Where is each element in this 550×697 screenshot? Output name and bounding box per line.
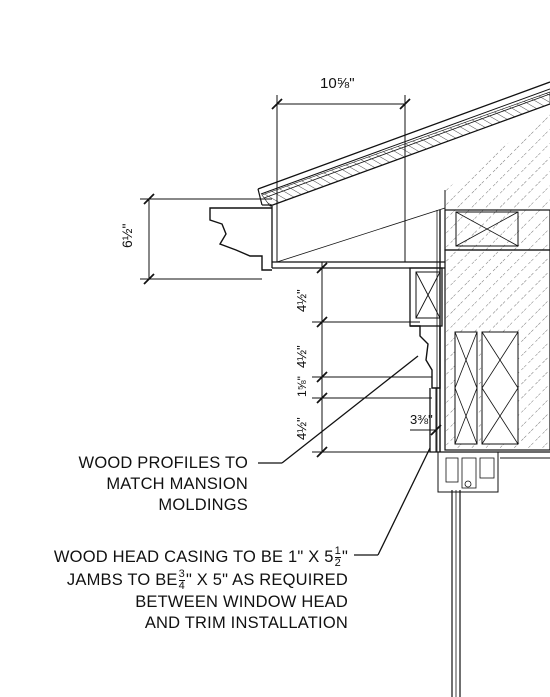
note-casing-line-2-text: JAMBS TO BE	[66, 570, 178, 589]
dimension-soffit-height	[140, 193, 272, 285]
note-casing-line-1-suffix: "	[341, 547, 348, 566]
note-casing-line-4: AND TRIM INSTALLATION	[144, 614, 348, 632]
fraction-numerator: 1	[334, 545, 341, 557]
note-casing-line-3: BETWEEN WINDOW HEAD	[135, 593, 348, 611]
soffit-assembly	[209, 206, 446, 452]
dimension-soffit-height-label: 6½"	[119, 224, 135, 248]
dimension-top-width	[271, 95, 411, 262]
dimension-stack-4-label: 4½"	[294, 417, 309, 440]
window-frame	[430, 451, 550, 697]
note-profiles-line-2: MATCH MANSION	[106, 475, 248, 493]
attic-insulation-zone	[444, 112, 550, 210]
fraction-denominator: 2	[334, 557, 341, 569]
leader-lines	[258, 355, 431, 556]
fraction-numerator: 3	[178, 568, 185, 580]
note-profiles-line-1: WOOD PROFILES TO	[78, 454, 248, 472]
dimension-stack	[312, 262, 445, 458]
dimension-top-width-label: 10⅝"	[320, 75, 355, 92]
note-casing-line-1-text: WOOD HEAD CASING TO BE 1" X 5	[53, 547, 334, 566]
roof-assembly	[257, 81, 550, 207]
exterior-wall	[436, 209, 550, 452]
dimension-stack-1-label: 4½"	[294, 289, 309, 312]
note-profiles: WOOD PROFILES TO MATCH MANSION MOLDINGS	[58, 453, 248, 516]
dimension-casing-offset-label: 3⅜"	[410, 412, 433, 427]
dimension-stack-3-label: 1⅝"	[295, 376, 309, 397]
fraction-denominator: 4	[178, 580, 185, 592]
dimension-stack-2-label: 4½"	[294, 345, 309, 368]
note-casing-line-2-suffix: " X 5" AS REQUIRED	[185, 570, 348, 589]
note-profiles-line-3: MOLDINGS	[158, 496, 248, 514]
